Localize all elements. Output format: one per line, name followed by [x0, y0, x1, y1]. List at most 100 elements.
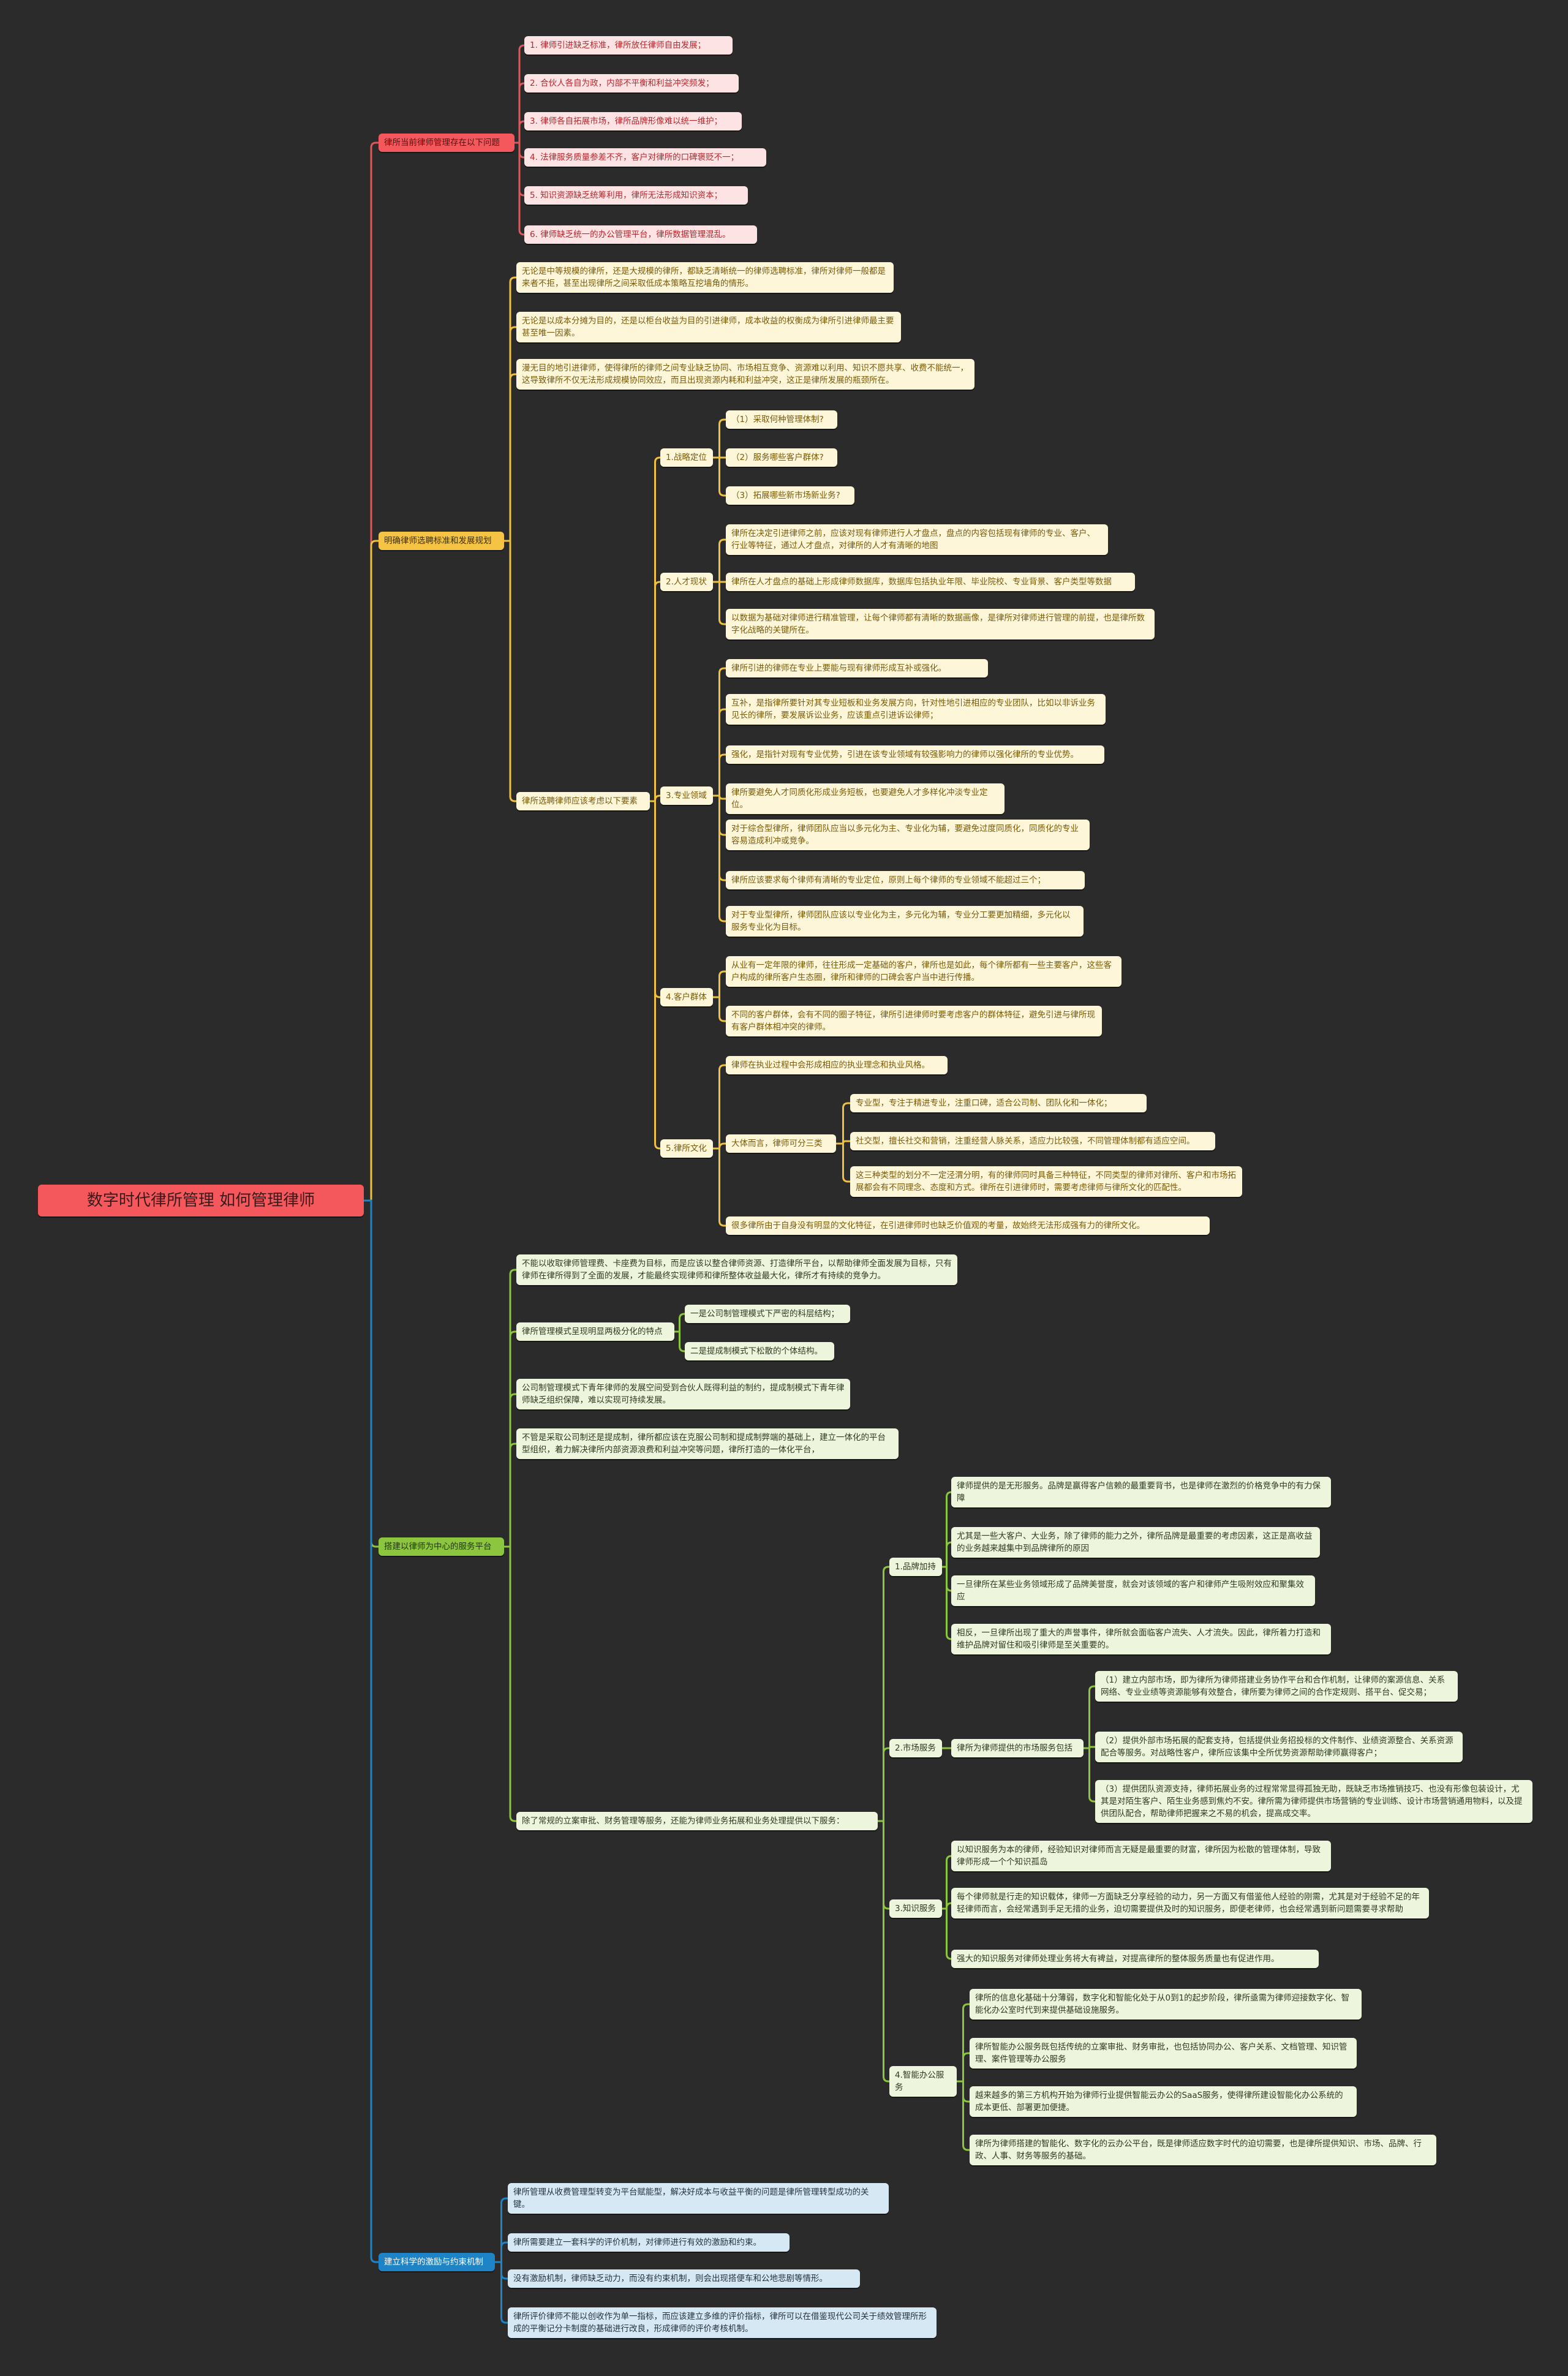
connector-line — [942, 1855, 952, 1910]
factor-specialty[interactable]: 3.专业领域 — [660, 786, 713, 805]
branch-problems[interactable]: 律所当前律师管理存在以下问题 — [379, 134, 514, 152]
connector-line — [1084, 1747, 1095, 1803]
brand-item[interactable]: 相反，一旦律所出现了重大的声誉事件，律所就会面临客户流失、人才流失。因此，律所着… — [951, 1624, 1331, 1654]
connector-line — [713, 753, 726, 797]
connector-line — [504, 326, 516, 542]
strategy-item[interactable]: （1）采取何种管理体制? — [726, 410, 837, 429]
service-market[interactable]: 2.市场服务 — [889, 1739, 942, 1757]
knowledge-item[interactable]: 以知识服务为本的律师，经验知识对律师而言无疑是最重要的财富，律所因为松散的管理体… — [951, 1841, 1331, 1871]
connector-line — [514, 120, 525, 144]
market-item[interactable]: （2）提供外部市场拓展的配套支持，包括提供业务招投标的文件制作、业绩资源整合、关… — [1095, 1732, 1463, 1762]
office-item[interactable]: 律所智能办公服务既包括传统的立案审批、财务审批，也包括协同办公、客户关系、文档管… — [970, 2038, 1357, 2069]
specialty-item[interactable]: 律所应该要求每个律师有清晰的专业定位，原则上每个律师的专业领域不能超过三个； — [726, 871, 1085, 889]
services-intro[interactable]: 除了常规的立案审批、财务管理等服务，还能为律师业务拓展和业务处理提供以下服务： — [516, 1812, 878, 1830]
connector-line — [713, 794, 726, 836]
knowledge-item[interactable]: 每个律师就是行走的知识载体，律师一方面缺乏分享经验的动力，另一方面又有借鉴他人经… — [951, 1888, 1429, 1918]
youth-lawyers-note[interactable]: 公司制管理模式下青年律师的发展空间受到合伙人既得利益的制约，提成制模式下青年律师… — [516, 1379, 850, 1409]
office-item[interactable]: 越来越多的第三方机构开始为律师行业提供智能云办公的SaaS服务，使得律所建设智能… — [970, 2086, 1357, 2117]
factor-clients[interactable]: 4.客户群体 — [660, 988, 713, 1006]
specialty-item[interactable]: 互补，是指律所要针对其专业短板和业务发展方向，针对性地引进相应的专业团队，比如以… — [726, 694, 1106, 725]
market-item[interactable]: （3）提供团队资源支持，律师拓展业务的过程常常显得孤独无助，既缺乏市场推销技巧、… — [1095, 1780, 1532, 1823]
factor-strategy[interactable]: 1.战略定位 — [660, 448, 713, 467]
clients-item[interactable]: 从业有一定年限的律师，往往形成一定基础的客户，律所也是如此，每个律所都有一些主要… — [726, 956, 1121, 987]
service-smart-office[interactable]: 4.智能办公服务 — [889, 2066, 957, 2097]
lawyer-type-item[interactable]: 这三种类型的划分不一定泾渭分明，有的律师同时具备三种特征，不同类型的律师对律所、… — [850, 1166, 1242, 1197]
problem-item[interactable]: 1. 律师引进缺乏标准，律所放任律师自由发展； — [524, 36, 733, 55]
specialty-item[interactable]: 对于专业型律所，律师团队应该以专业化为主，多元化为辅，专业分工要更加精细，多元化… — [726, 906, 1084, 937]
talent-item[interactable]: 律所在决定引进律师之前，应该对现有律师进行人才盘点，盘点的内容包括现有律师的专业… — [726, 524, 1108, 555]
service-brand[interactable]: 1.品牌加持 — [889, 1558, 942, 1576]
connector-line — [514, 44, 525, 144]
integration-note[interactable]: 不管是采取公司制还是提成制，律所都应该在克服公司制和提成制弊端的基础上，建立一体… — [516, 1428, 899, 1459]
connector-line — [364, 1199, 379, 1548]
incentive-item[interactable]: 没有激励机制，律师缺乏动力，而没有约束机制，则会出现搭便车和公地悲剧等情形。 — [508, 2269, 860, 2288]
knowledge-item[interactable]: 强大的知识服务对律师处理业务将大有裨益，对提高律所的整体服务质量也有促进作用。 — [951, 1950, 1319, 1968]
culture-intro[interactable]: 律师在执业过程中会形成相应的执业理念和执业风格。 — [726, 1056, 948, 1074]
specialty-item[interactable]: 强化，是指针对现有专业优势，引进在该专业领域有较强影响力的律师以强化律所的专业优… — [726, 745, 1104, 764]
connector-line — [713, 1147, 726, 1227]
standards-note[interactable]: 无论是以成本分摊为目的，还是以柜台收益为目的引进律师，成本收益的权衡成为律所引进… — [516, 312, 901, 342]
incentive-item[interactable]: 律所管理从收费管理型转变为平台赋能型，解决好成本与收益平衡的问题是律所管理转型成… — [508, 2183, 889, 2214]
connector-line — [713, 1064, 726, 1150]
branch-platform[interactable]: 搭建以律师为中心的服务平台 — [379, 1537, 504, 1556]
culture-outro[interactable]: 很多律所由于自身没有明显的文化特征，在引进律师时也缺乏价值观的考量，故始终无法形… — [726, 1216, 1210, 1235]
selection-factors[interactable]: 律所选聘律师应该考虑以下要素 — [516, 792, 650, 810]
connector-line — [364, 1199, 379, 2263]
problem-item[interactable]: 6. 律师缺乏统一的办公管理平台，律所数据管理混乱。 — [524, 225, 757, 244]
connector-line — [364, 141, 379, 1202]
clients-item[interactable]: 不同的客户群体，会有不同的圈子特征，律所引进律师时要考虑客户的群体特征，避免引进… — [726, 1006, 1102, 1036]
connector-line — [514, 82, 525, 144]
specialty-item[interactable]: 对于综合型律所，律师团队应当以多元化为主、专业化为辅，要避免过度同质化，同质化的… — [726, 820, 1090, 850]
mode-item[interactable]: 二是提成制模式下松散的个体结构。 — [685, 1342, 834, 1360]
connector-line — [713, 794, 726, 922]
office-item[interactable]: 律所的信息化基础十分薄弱，数字化和智能化处于从0到1的起步阶段，律所亟需为律师迎… — [970, 1989, 1362, 2020]
talent-item[interactable]: 律所在人才盘点的基础上形成律师数据库，数据库包括执业年限、毕业院校、专业背景、客… — [726, 573, 1135, 591]
lawyer-type-item[interactable]: 社交型，擅长社交和营销，注重经营人脉关系，适应力比较强，不同管理体制都有适应空间… — [850, 1132, 1215, 1150]
strategy-item[interactable]: （2）服务哪些客户群体? — [726, 448, 837, 467]
connector-line — [713, 794, 726, 881]
branch-standards[interactable]: 明确律师选聘标准和发展规划 — [379, 532, 504, 550]
connector-line — [942, 1907, 952, 1960]
standards-note[interactable]: 无论是中等规模的律所，还是大规模的律所，都缺乏清晰统一的律师选聘标准，律所对律师… — [516, 262, 894, 293]
connector-line — [836, 1142, 850, 1183]
mode-item[interactable]: 一是公司制管理模式下严密的科层结构； — [685, 1305, 850, 1323]
platform-goal[interactable]: 不能以收取律师管理费、卡座费为目标，而是应该以整合律师资源、打造律所平台，以帮助… — [516, 1254, 957, 1285]
connector-line — [713, 418, 726, 459]
connector-line — [713, 538, 726, 583]
problem-item[interactable]: 5. 知识资源缺乏统筹利用，律所无法形成知识资本； — [524, 186, 748, 205]
connector-line — [674, 1330, 685, 1352]
connector-line — [878, 1820, 889, 2083]
lawyer-type-item[interactable]: 专业型，专注于精进专业，注重口碑，适合公司制、团队化和一体化； — [850, 1094, 1147, 1112]
connector-line — [713, 970, 726, 998]
factor-culture[interactable]: 5.律所文化 — [660, 1139, 713, 1158]
incentive-item[interactable]: 律所评价律师不能以创收作为单一指标，而应该建立多维的评价指标，律所可以在借鉴现代… — [508, 2307, 937, 2338]
branch-incentives[interactable]: 建立科学的激励与约束机制 — [379, 2253, 495, 2271]
problem-item[interactable]: 3. 律师各自拓展市场，律所品牌形像难以统一维护； — [524, 112, 742, 130]
market-item[interactable]: （1）建立内部市场，即为律所为律师搭建业务协作平台和合作机制，让律师的案源信息、… — [1095, 1671, 1458, 1702]
specialty-item[interactable]: 律所要避免人才同质化形成业务短板，也要避免人才多样化冲淡专业定位。 — [726, 783, 1005, 814]
connector-line — [713, 456, 726, 497]
brand-item[interactable]: 律师提供的是无形服务。品牌是赢得客户信赖的最重要背书，也是律师在激烈的价格竞争中… — [951, 1477, 1331, 1507]
service-knowledge[interactable]: 3.知识服务 — [889, 1899, 942, 1918]
strategy-item[interactable]: （3）拓展哪些新市场新业务? — [726, 486, 854, 505]
problem-item[interactable]: 2. 合伙人各自为政，内部不平衡和利益冲突频发； — [524, 74, 739, 92]
talent-item[interactable]: 以数据为基础对律师进行精准管理，让每个律师都有清晰的数据画像，是律所对律师进行管… — [726, 609, 1155, 639]
connector-line — [942, 1902, 952, 1910]
connector-line — [1084, 1746, 1095, 1749]
brand-item[interactable]: 尤其是一些大客户、大业务，除了律师的能力之外，律所品牌是最重要的考虑因素，这正是… — [951, 1527, 1320, 1558]
factor-talent[interactable]: 2.人才现状 — [660, 573, 713, 591]
market-services-list[interactable]: 律所为律师提供的市场服务包括 — [951, 1739, 1084, 1757]
specialty-item[interactable]: 律所引进的律师在专业上要能与现有律师形成互补或强化。 — [726, 659, 988, 677]
incentive-item[interactable]: 律所需要建立一套科学的评价机制，对律师进行有效的激励和约束。 — [508, 2233, 790, 2252]
lawyer-types[interactable]: 大体而言，律师可分三类 — [726, 1134, 836, 1153]
management-modes[interactable]: 律所管理模式呈现明显两极分化的特点 — [516, 1322, 674, 1341]
root-topic[interactable]: 数字时代律所管理 如何管理律师 — [38, 1185, 364, 1216]
connector-line — [713, 794, 726, 800]
standards-note[interactable]: 漫无目的地引进律师，使得律所的律师之间专业缺乏协同、市场相互竞争、资源难以利用、… — [516, 359, 974, 390]
brand-item[interactable]: 一旦律所在某些业务领域形成了品牌美誉度，就会对该领域的客户和律师产生吸附效应和聚… — [951, 1575, 1315, 1606]
connector-line — [504, 1443, 516, 1548]
connector-line — [504, 1393, 516, 1548]
office-item[interactable]: 律所为律师搭建的智能化、数字化的云办公平台，既是律师适应数字时代的迫切需要，也是… — [970, 2135, 1436, 2165]
problem-item[interactable]: 4. 法律服务质量参差不齐，客户对律所的口碑褒贬不一； — [524, 148, 766, 167]
connector-line — [713, 1142, 726, 1150]
